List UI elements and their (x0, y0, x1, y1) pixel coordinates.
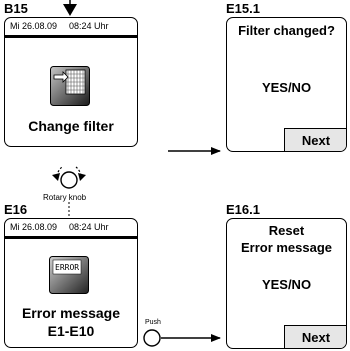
b15-screen: Mi 26.08.09 08:24 Uhr Change fil (4, 17, 138, 147)
e16-1-answer: YES/NO (261, 277, 312, 292)
e16-caption-line1: Error message (21, 305, 121, 321)
down-arrow-icon (63, 0, 77, 16)
next-button[interactable]: Next (284, 325, 346, 348)
e16-1-label: E16.1 (226, 202, 260, 217)
e16-1-title-line2: Error message (240, 240, 333, 255)
status-time: 08:24 Uhr (69, 21, 109, 31)
error-icon-text: ERROR (55, 263, 80, 272)
error-icon (49, 256, 89, 294)
e16-label: E16 (4, 202, 28, 217)
rotary-knob-icon (52, 166, 86, 216)
filter-icon (50, 66, 90, 106)
e15-1-label: E15.1 (226, 1, 260, 16)
status-bar: Mi 26.08.09 08:24 Uhr (5, 18, 137, 38)
next-button[interactable]: Next (284, 128, 346, 151)
e16-caption-line2: E1-E10 (47, 323, 95, 339)
status-time: 08:24 Uhr (69, 222, 109, 232)
e15-1-screen: Filter changed? YES/NO Next (226, 17, 347, 152)
e16-screen: Mi 26.08.09 08:24 Uhr ERROR Error messag… (4, 218, 138, 348)
push-label: Push (145, 319, 161, 326)
e15-1-answer: YES/NO (261, 80, 312, 95)
b15-label: B15 (4, 1, 28, 16)
push-knob-icon (143, 329, 161, 347)
b15-caption: Change filter (28, 118, 114, 134)
e16-1-screen: Reset Error message YES/NO Next (226, 218, 347, 349)
status-date: Mi 26.08.09 (10, 222, 58, 232)
status-date: Mi 26.08.09 (10, 21, 58, 31)
rotary-knob-label: Rotary knob (43, 193, 87, 202)
status-bar: Mi 26.08.09 08:24 Uhr (5, 219, 137, 239)
e15-1-title: Filter changed? (238, 23, 335, 38)
e16-1-title-line1: Reset (268, 223, 305, 238)
